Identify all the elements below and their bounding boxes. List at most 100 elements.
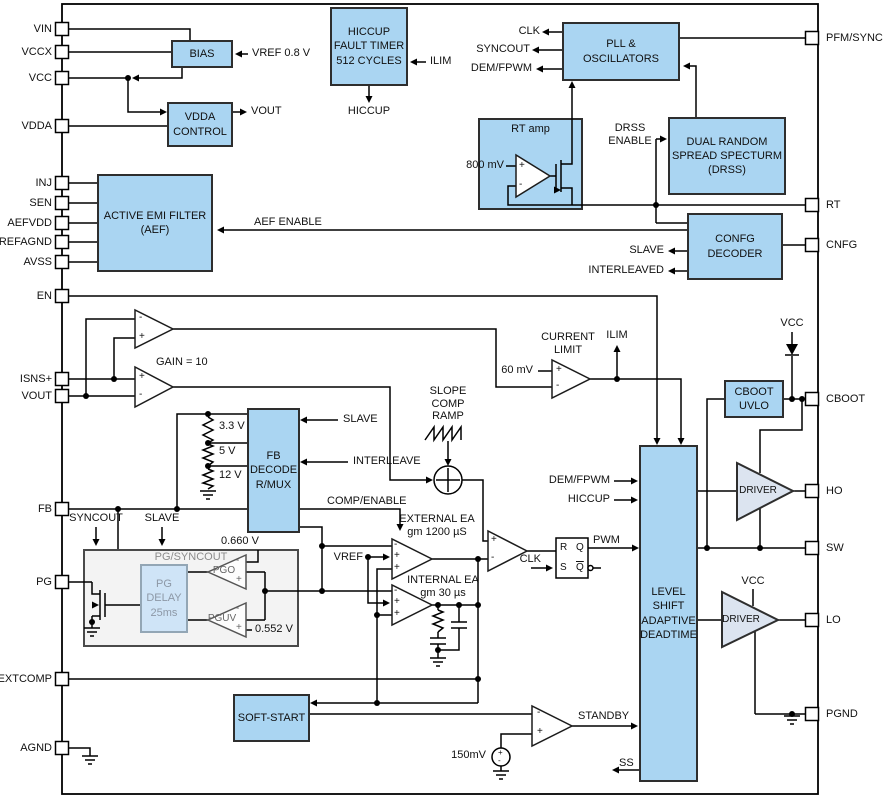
pin-avss [54,254,70,270]
mark-plus: + [491,534,497,545]
block-drss: DUAL RANDOM SPREAD SPECTURM (DRSS) [668,117,786,195]
pin-agnd [54,740,70,756]
mark-plus: + [556,364,562,375]
pin-pg [54,574,70,590]
mark-minus: - [491,552,495,563]
label-clk: CLK [518,25,540,37]
sawtooth-icon [424,424,462,443]
pin-label-lo: LO [826,614,841,626]
label-current-limit: CURRENT LIMIT [541,331,595,356]
ff-s: S [560,562,567,573]
label-800mv: 800 mV [466,159,504,171]
mark-minus: - [236,603,240,614]
mark-minus: - [537,707,541,718]
pin-rt [804,197,820,213]
label-ss: SS [619,757,634,769]
pin-extcomp [54,671,70,687]
label-60mv: 60 mV [501,364,533,376]
pin-ho [804,483,820,499]
mark-plus: + [394,596,400,607]
label-internal-ea: INTERNAL EA gm 30 µs [407,574,479,599]
label-0v660: 0.660 V [221,535,259,547]
label-dem-fpwm: DEM/FPWM [470,62,532,74]
label-12v: 12 V [219,469,242,481]
label-interleave: INTERLEAVE [353,455,421,467]
pin-label-aefvdd: AEFVDD [7,217,52,229]
mark-minus: - [519,179,523,190]
pin-sen [54,195,70,211]
label-vcc-diode: VCC [780,317,804,329]
label-standby: STANDBY [578,710,630,722]
label-driver-ho: DRIVER [739,485,777,496]
label-ilim-out: ILIM [606,329,628,341]
pin-vdda [54,118,70,134]
ff-r: R [560,542,568,553]
label-interleaved: INTERLEAVED [588,264,664,276]
label-pg-syncout-title: PG/SYNCOUT [154,551,228,563]
label-slave2: SLAVE [144,512,180,524]
block-active-emi-filter: ACTIVE EMI FILTER (AEF) [97,174,213,272]
ff-qbar: Q [576,562,584,573]
label-syncout2: SYNCOUT [69,512,123,524]
mark-minus: - [139,389,143,400]
pin-label-vdda: VDDA [21,120,52,132]
pin-vccx [54,44,70,60]
mark-minus: - [498,756,501,765]
mark-plus: + [394,550,400,561]
diode-symbol [785,344,799,356]
pin-label-pfm-sync: PFM/SYNC [826,32,883,44]
label-5v: 5 V [219,445,236,457]
label-pguv: PGUV [207,613,237,624]
mark-plus: + [394,608,400,619]
pin-label-vout: VOUT [21,390,52,402]
label-slave-fb: SLAVE [343,413,378,425]
label-0v552: 0.552 V [255,623,293,635]
mark-minus: - [394,585,398,596]
label-vref-08: VREF 0.8 V [252,47,311,59]
pin-pfm-sync [804,30,820,46]
pin-label-isns: ISNS+ [19,373,52,385]
block-confg-decoder: CONFG DECODER [687,213,783,280]
pin-cboot [804,391,820,407]
label-hiccup-out: HICCUP [347,105,391,117]
pin-fb [54,501,70,517]
summing-junction-icon [433,465,463,495]
pin-label-vcc: VCC [28,72,52,84]
block-hiccup-timer: HICCUP FAULT TIMER 512 CYCLES [330,7,408,86]
pin-vin [54,21,70,37]
pin-label-refagnd: REFAGND [0,236,52,248]
pin-label-vccx: VCCX [21,46,52,58]
label-dem-fpwm2: DEM/FPWM [548,474,610,486]
pin-inj [54,175,70,191]
block-pg-delay: PG DELAY 25ms [140,564,188,633]
pin-label-cnfg: CNFG [826,239,858,251]
label-comp-enable: COMP/ENABLE [327,495,407,507]
mark-minus: - [139,312,143,323]
pin-pgnd [804,706,820,722]
pin-cnfg [804,237,820,253]
label-150mv: 150mV [451,749,486,761]
mark-plus: + [139,331,145,342]
mark-plus: + [236,574,242,585]
mark-minus: - [394,539,398,550]
label-hiccup2: HICCUP [567,493,610,505]
block-bias: BIAS [171,40,233,68]
pin-aefvdd [54,215,70,231]
mark-plus: + [537,726,543,737]
pin-label-cboot: CBOOT [826,393,866,405]
label-rt-amp-title: RT amp [511,123,550,135]
label-vref: VREF [333,551,363,563]
block-pll-oscillators: PLL & OSCILLATORS [562,22,680,81]
label-pgo: PGO [212,565,236,576]
pin-vout [54,388,70,404]
label-vcc-lo: VCC [741,575,765,587]
pin-label-agnd: AGND [20,742,52,754]
label-aef-enable: AEF ENABLE [254,216,322,228]
capacitor-symbol [430,621,467,645]
label-ilim-timer: ILIM [430,55,452,67]
label-syncout: SYNCOUT [476,43,530,55]
label-slave-confg: SLAVE [629,244,664,256]
pin-label-pgnd: PGND [826,708,858,720]
m ark-plus: + [236,622,242,633]
